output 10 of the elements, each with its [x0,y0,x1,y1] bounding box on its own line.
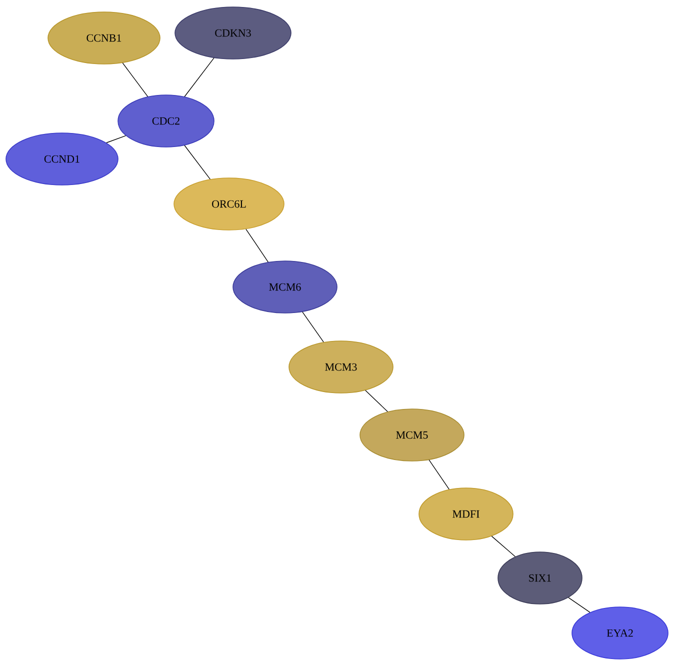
connector-line [568,597,590,613]
connector-line [184,145,210,180]
connector-line [491,536,516,557]
connector-line [106,135,126,144]
connector-line [365,390,388,412]
connector-line [122,62,148,97]
connector-line [184,58,214,97]
connector-line [302,312,324,342]
connector-line [428,460,450,490]
connector-line [246,228,268,262]
